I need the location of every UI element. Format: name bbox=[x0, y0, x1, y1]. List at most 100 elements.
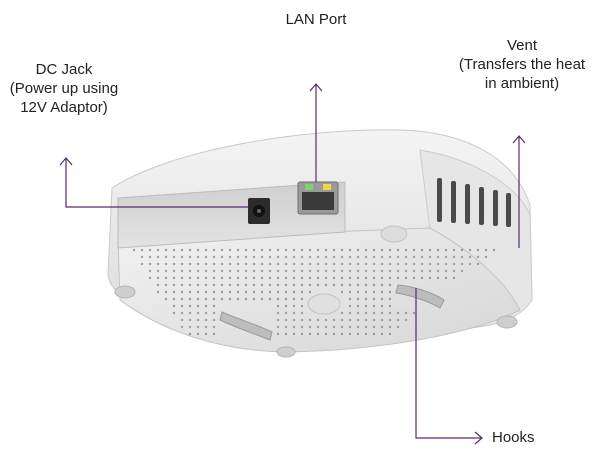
perforation-dot bbox=[436, 262, 440, 266]
perforation-dot bbox=[452, 248, 456, 252]
perforation-dot bbox=[236, 283, 240, 287]
perforation-dot bbox=[204, 311, 208, 315]
perforation-dot bbox=[308, 290, 312, 294]
perforation-dot bbox=[332, 283, 336, 287]
perforation-dot bbox=[188, 290, 192, 294]
perforation-dot bbox=[452, 255, 456, 259]
label-hooks: Hooks bbox=[492, 428, 552, 447]
perforation-dot bbox=[188, 262, 192, 266]
perforation-dot bbox=[180, 311, 184, 315]
perforation-dot bbox=[380, 283, 384, 287]
perforation-dot bbox=[204, 283, 208, 287]
perforation-dot bbox=[276, 283, 280, 287]
perforation-dot bbox=[396, 318, 400, 322]
perforation-dot bbox=[252, 276, 256, 280]
perforation-dot bbox=[404, 311, 408, 315]
perforation-dot bbox=[396, 325, 400, 329]
perforation-dot bbox=[340, 262, 344, 266]
perforation-dot bbox=[196, 311, 200, 315]
perforation-dot bbox=[412, 311, 416, 315]
perforation-dot bbox=[356, 311, 360, 315]
perforation-dot bbox=[196, 262, 200, 266]
perforation-dot bbox=[292, 255, 296, 259]
perforation-dot bbox=[276, 255, 280, 259]
perforation-dot bbox=[204, 276, 208, 280]
perforation-dot bbox=[188, 311, 192, 315]
lan-led-green bbox=[305, 184, 313, 190]
perforation-dot bbox=[132, 248, 136, 252]
perforation-dot bbox=[268, 283, 272, 287]
perforation-dot bbox=[372, 255, 376, 259]
perforation-dot bbox=[356, 248, 360, 252]
perforation-dot bbox=[204, 304, 208, 308]
perforation-dot bbox=[316, 318, 320, 322]
perforation-dot bbox=[276, 269, 280, 273]
perforation-dot bbox=[340, 248, 344, 252]
perforation-dot bbox=[332, 325, 336, 329]
perforation-dot bbox=[316, 332, 320, 336]
perforation-dot bbox=[372, 283, 376, 287]
perforation-dot bbox=[172, 283, 176, 287]
perforation-dot bbox=[244, 262, 248, 266]
perforation-dot bbox=[252, 269, 256, 273]
perforation-dot bbox=[300, 290, 304, 294]
perforation-dot bbox=[404, 262, 408, 266]
perforation-dot bbox=[284, 332, 288, 336]
perforation-dot bbox=[188, 248, 192, 252]
perforation-dot bbox=[204, 318, 208, 322]
label-dc-jack-line: DC Jack bbox=[35, 61, 93, 78]
perforation-dot bbox=[420, 269, 424, 273]
perforation-dot bbox=[372, 325, 376, 329]
perforation-dot bbox=[380, 276, 384, 280]
top-boss bbox=[380, 225, 408, 243]
perforation-dot bbox=[452, 269, 456, 273]
perforation-dot bbox=[468, 255, 472, 259]
perforation-dot bbox=[388, 283, 392, 287]
perforation-dot bbox=[364, 255, 368, 259]
perforation-dot bbox=[284, 283, 288, 287]
perforation-dot bbox=[252, 262, 256, 266]
perforation-dot bbox=[228, 276, 232, 280]
perforation-dot bbox=[348, 304, 352, 308]
perforation-dot bbox=[180, 304, 184, 308]
perforation-dot bbox=[172, 297, 176, 301]
perforation-dot bbox=[212, 304, 216, 308]
perforation-dot bbox=[348, 325, 352, 329]
perforation-dot bbox=[300, 276, 304, 280]
perforation-dot bbox=[172, 276, 176, 280]
perforation-dot bbox=[388, 325, 392, 329]
vent-slot bbox=[493, 190, 498, 226]
vent-slot bbox=[506, 193, 511, 227]
perforation-dot bbox=[188, 269, 192, 273]
perforation-dot bbox=[308, 248, 312, 252]
perforation-dot bbox=[156, 255, 160, 259]
perforation-dot bbox=[348, 311, 352, 315]
perforation-dot bbox=[316, 248, 320, 252]
perforation-dot bbox=[164, 283, 168, 287]
perforation-dot bbox=[380, 304, 384, 308]
perforation-dot bbox=[316, 255, 320, 259]
perforation-dot bbox=[260, 290, 264, 294]
perforation-dot bbox=[212, 255, 216, 259]
perforation-dot bbox=[356, 283, 360, 287]
perforation-dot bbox=[164, 248, 168, 252]
perforation-dot bbox=[340, 283, 344, 287]
perforation-dot bbox=[300, 248, 304, 252]
perforation-dot bbox=[276, 290, 280, 294]
callout-dc-jack-arrow bbox=[59, 157, 73, 166]
perforation-dot bbox=[180, 262, 184, 266]
perforation-dot bbox=[324, 283, 328, 287]
perforation-dot bbox=[188, 276, 192, 280]
perforation-dot bbox=[404, 269, 408, 273]
perforation-dot bbox=[284, 318, 288, 322]
perforation-dot bbox=[284, 311, 288, 315]
perforation-dot bbox=[212, 297, 216, 301]
perforation-dot bbox=[188, 283, 192, 287]
perforation-dot bbox=[212, 283, 216, 287]
perforation-dot bbox=[404, 255, 408, 259]
perforation-dot bbox=[164, 255, 168, 259]
perforation-dot bbox=[260, 248, 264, 252]
perforation-dot bbox=[380, 290, 384, 294]
perforation-dot bbox=[380, 325, 384, 329]
perforation-dot bbox=[196, 269, 200, 273]
